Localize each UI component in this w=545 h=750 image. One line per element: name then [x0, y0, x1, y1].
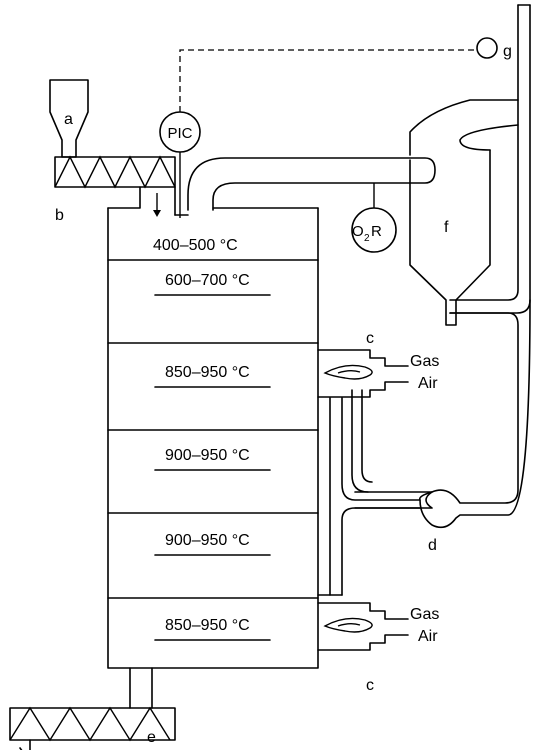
air-riser: [351, 389, 373, 493]
label-a: a: [64, 111, 73, 128]
upper-burner-gas-label: Gas: [410, 353, 439, 370]
control-signal-line: [179, 49, 477, 112]
hearth-temp-3: 850–950 °C: [165, 364, 250, 381]
hearth-temp-2: 600–700 °C: [165, 272, 250, 289]
feed-hopper: [49, 79, 89, 158]
discharge-screw-conveyor: [9, 707, 176, 741]
discharge-screw-flights: [9, 706, 171, 742]
label-d: d: [428, 537, 437, 554]
stack-inner-wall: [449, 4, 519, 301]
lower-burner-air-label: Air: [418, 628, 438, 645]
lower-burner-body: [317, 602, 409, 651]
stack-damper-valve: [476, 37, 498, 59]
upper-burner-flame-core: [337, 370, 361, 374]
hearth-temp-4: 900–950 °C: [165, 447, 250, 464]
feed-screw-flights: [54, 155, 176, 189]
cyclone-body: [409, 149, 491, 326]
air-manifold: [329, 397, 421, 596]
o2r-label-sub: 2: [364, 233, 370, 244]
discharge-chute: [129, 667, 153, 709]
fan-return-duct: [431, 312, 519, 504]
cyclone-top-inner: [459, 124, 519, 151]
label-g: g: [503, 43, 512, 60]
o2r-analyser: [351, 207, 397, 253]
pic-label: PIC: [167, 125, 192, 142]
flue-gas-duct: [187, 157, 436, 211]
cyclone-top-left: [409, 99, 519, 156]
feed-arrow-head: [153, 210, 161, 217]
label-b: b: [55, 207, 64, 224]
fan-casing-outer: [418, 299, 531, 529]
label-c-upper: c: [366, 330, 374, 347]
lower-burner-flame-core: [337, 623, 361, 627]
upper-burner-air-label: Air: [418, 375, 438, 392]
label-f: f: [444, 219, 449, 236]
feed-chute: [107, 186, 176, 216]
hearth-temp-1: 400–500 °C: [153, 237, 238, 254]
hearth-temp-5: 900–950 °C: [165, 532, 250, 549]
hearth-temp-6: 850–950 °C: [165, 617, 250, 634]
furnace-shell: [107, 207, 319, 669]
upper-burner-body: [317, 349, 409, 398]
o2r-label-r: R: [371, 223, 382, 240]
o2r-label-o: O: [352, 223, 364, 240]
lower-burner-flame: [323, 617, 373, 633]
label-e: e: [147, 729, 156, 746]
upper-burner-flame: [323, 364, 373, 380]
label-c-lower: c: [366, 677, 374, 694]
lower-burner-gas-label: Gas: [410, 606, 439, 623]
